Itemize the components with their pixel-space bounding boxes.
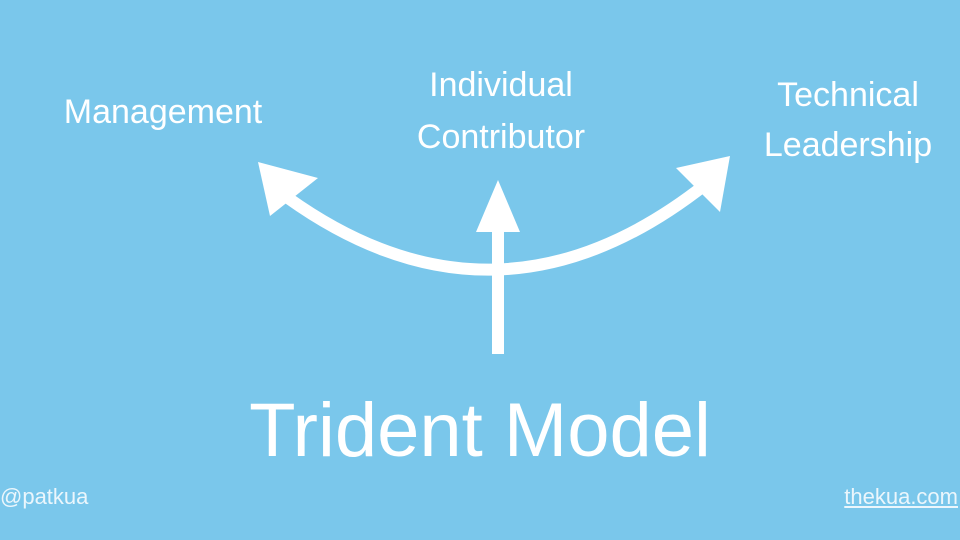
website-link[interactable]: thekua.com <box>844 484 958 509</box>
individual-contributor-label-line2: Contributor <box>416 118 586 156</box>
vertical-stem <box>492 226 504 354</box>
page-title: Trident Model <box>249 388 711 473</box>
technical-leadership-label-line2: Leadership <box>763 126 933 164</box>
twitter-handle: @patkua <box>0 484 89 509</box>
technical-leadership-label-line1: Technical <box>777 76 919 114</box>
technical-leadership-label: Technical Leadership <box>752 70 944 170</box>
individual-contributor-label-line1: Individual <box>429 66 573 104</box>
left-arrow-icon <box>258 162 318 216</box>
up-arrow-icon <box>476 180 520 232</box>
individual-contributor-label: Individual Contributor <box>395 59 607 163</box>
management-label: Management <box>50 92 276 133</box>
management-label-text: Management <box>63 93 263 131</box>
right-arrow-icon <box>676 156 730 212</box>
